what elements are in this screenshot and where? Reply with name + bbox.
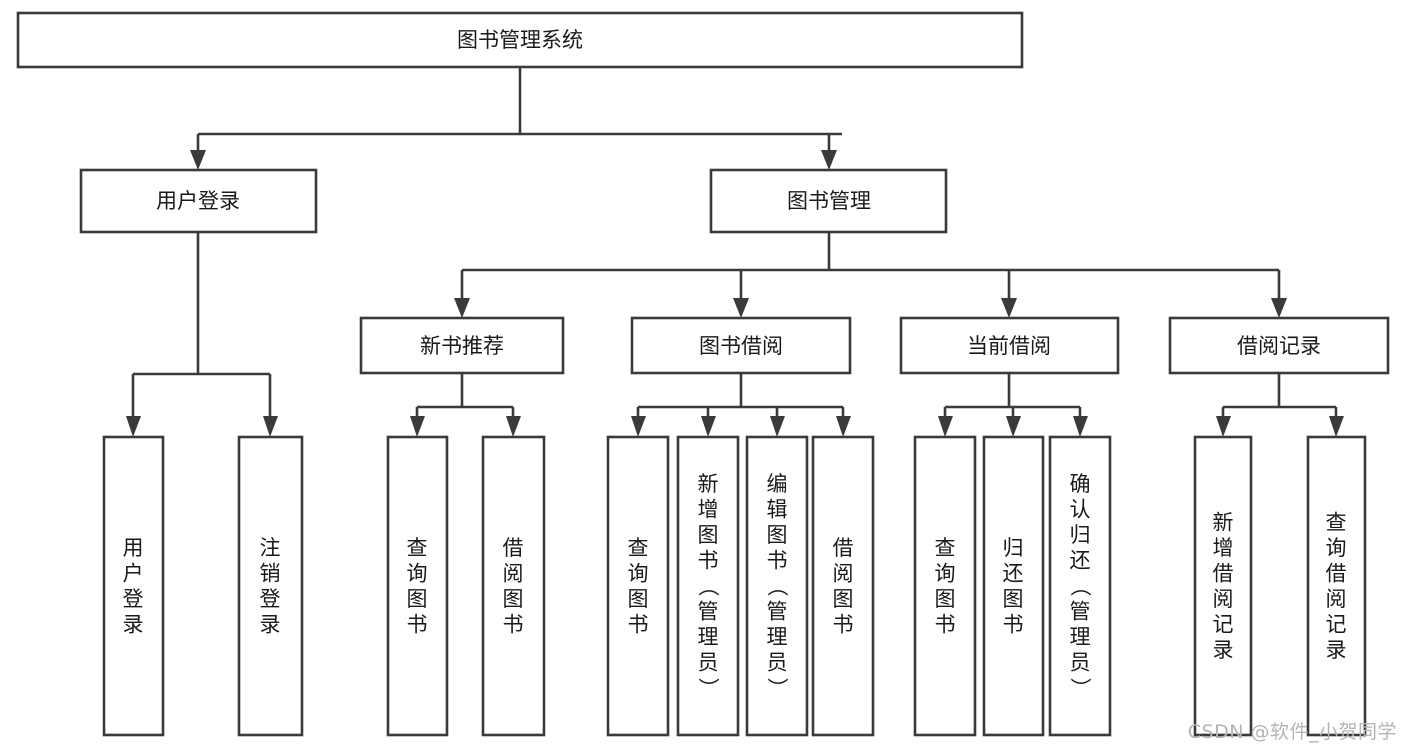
node-leaf-query-book-2-label: 查询图书 <box>628 536 649 637</box>
connector-userlogin-to-leaves <box>126 232 278 437</box>
node-user-login-label: 用户登录 <box>156 189 240 213</box>
connector-bookmanage-to-level3 <box>454 232 1287 318</box>
node-root-label: 图书管理系统 <box>457 28 583 52</box>
vertical-glyph: ） <box>696 678 720 699</box>
node-book-manage[interactable]: 图书管理 <box>709 168 948 234</box>
node-leaf-user-login[interactable]: 用户登录 <box>102 435 165 737</box>
node-user-login[interactable]: 用户登录 <box>79 168 318 234</box>
node-leaf-query-book-3[interactable]: 查询图书 <box>913 435 977 737</box>
node-new-book-recommend[interactable]: 新书推荐 <box>359 316 565 375</box>
node-root-system[interactable]: 图书管理系统 <box>16 11 1024 69</box>
node-borrow-record-label: 借阅记录 <box>1237 334 1321 358</box>
node-leaf-logout[interactable]: 注销登录 <box>237 435 304 737</box>
node-new-book-recommend-label: 新书推荐 <box>420 334 504 358</box>
node-leaf-query-book-1[interactable]: 查询图书 <box>386 435 449 737</box>
node-leaf-borrow-book-2-label: 借阅图书 <box>833 536 854 637</box>
node-leaf-query-record-label: 查询借阅记录 <box>1326 510 1347 662</box>
node-borrow-record[interactable]: 借阅记录 <box>1168 316 1390 375</box>
vertical-glyph: （ <box>1068 576 1092 597</box>
node-leaf-borrow-book-1-label: 借阅图书 <box>503 536 524 637</box>
node-leaf-add-record-label: 新增借阅记录 <box>1213 510 1234 662</box>
node-leaf-return-book[interactable]: 归还图书 <box>982 435 1045 737</box>
node-leaf-query-record[interactable]: 查询借阅记录 <box>1306 435 1367 737</box>
connector-newbook-to-leaves <box>410 373 521 437</box>
node-leaf-return-book-label: 归还图书 <box>1003 536 1024 637</box>
vertical-glyph: （ <box>765 576 789 597</box>
connector-bookborrow-to-leaves <box>631 373 851 437</box>
node-book-borrow[interactable]: 图书借阅 <box>630 316 852 375</box>
node-leaf-add-book[interactable]: 新增图书管理员 （ ） <box>676 435 740 737</box>
node-leaf-edit-book-label: 编辑图书管理员 <box>767 472 788 675</box>
node-leaf-add-record[interactable]: 新增借阅记录 <box>1193 435 1253 737</box>
node-leaf-edit-book[interactable]: 编辑图书管理员 （ ） <box>745 435 809 737</box>
node-leaf-query-book-3-label: 查询图书 <box>935 536 956 637</box>
connector-currentborrow-to-leaves <box>938 373 1088 437</box>
node-leaf-borrow-book-2[interactable]: 借阅图书 <box>811 435 875 737</box>
node-leaf-confirm-return-label: 确认归还管理员 <box>1070 472 1091 675</box>
node-leaf-user-login-label: 用户登录 <box>123 536 144 637</box>
node-current-borrow[interactable]: 当前借阅 <box>899 316 1120 375</box>
vertical-glyph: （ <box>696 576 720 597</box>
node-book-borrow-label: 图书借阅 <box>699 334 783 358</box>
node-current-borrow-label: 当前借阅 <box>967 334 1051 358</box>
node-leaf-confirm-return[interactable]: 确认归还管理员 （ ） <box>1048 435 1112 737</box>
vertical-glyph: ） <box>765 678 789 699</box>
connector-borrowrecord-to-leaves <box>1216 373 1344 437</box>
node-leaf-borrow-book-1[interactable]: 借阅图书 <box>481 435 546 737</box>
node-leaf-add-book-label: 新增图书管理员 <box>698 472 719 675</box>
connector-root-to-level2 <box>190 67 842 170</box>
node-leaf-logout-label: 注销登录 <box>260 536 281 637</box>
node-leaf-query-book-2[interactable]: 查询图书 <box>606 435 670 737</box>
node-leaf-query-book-1-label: 查询图书 <box>407 536 428 637</box>
vertical-glyph: ） <box>1068 678 1092 699</box>
node-book-manage-label: 图书管理 <box>787 189 871 213</box>
